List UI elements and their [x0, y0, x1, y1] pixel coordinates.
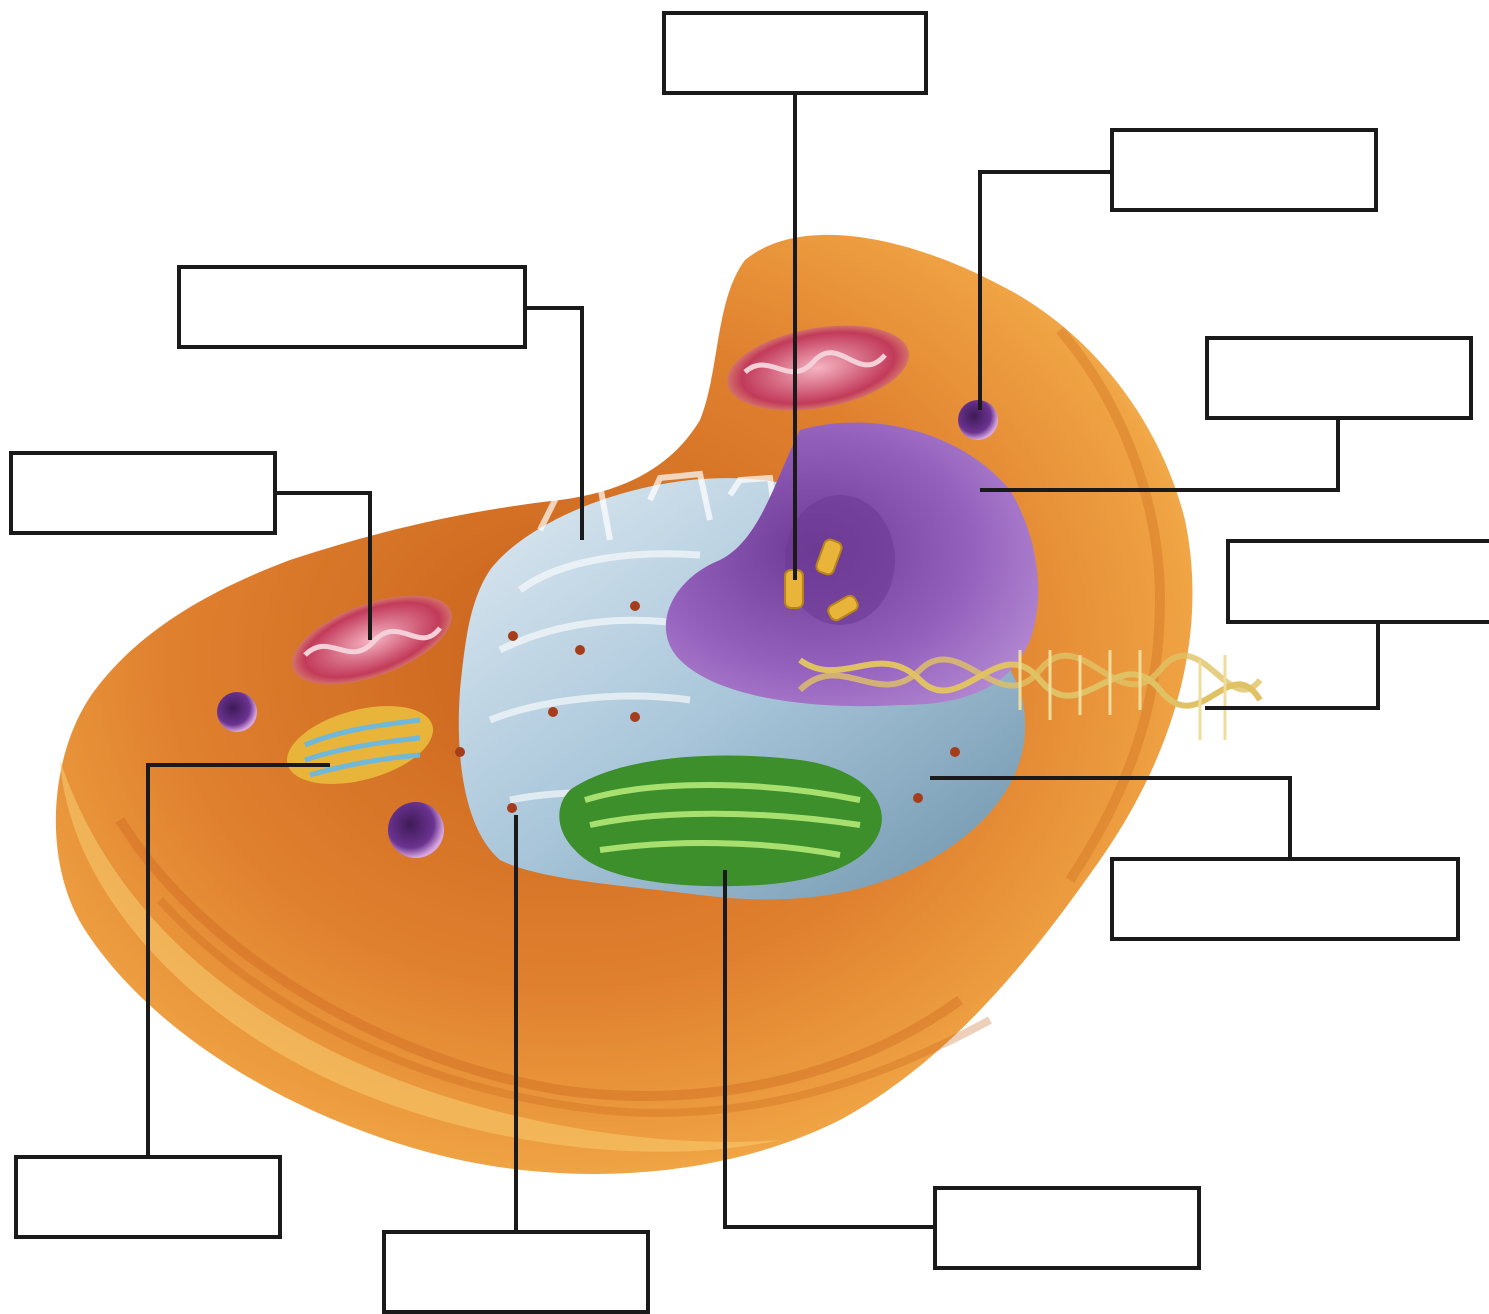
label-box-smooth-er[interactable]: [933, 1186, 1201, 1270]
label-box-dna[interactable]: [1226, 539, 1489, 624]
label-box-rough-er[interactable]: [177, 265, 527, 349]
vesicle-structure: [388, 802, 444, 858]
label-box-ribosome[interactable]: [382, 1230, 650, 1314]
label-box-nucleus[interactable]: [1205, 336, 1473, 420]
label-box-golgi[interactable]: [14, 1155, 282, 1239]
vesicle-structure: [217, 692, 257, 732]
label-box-vesicle[interactable]: [1110, 128, 1378, 212]
label-box-cytoplasm[interactable]: [1110, 857, 1460, 941]
label-box-chromosomes[interactable]: [662, 11, 928, 95]
label-box-mitochondrion[interactable]: [9, 451, 277, 535]
leader-line-dna: [1205, 622, 1378, 708]
